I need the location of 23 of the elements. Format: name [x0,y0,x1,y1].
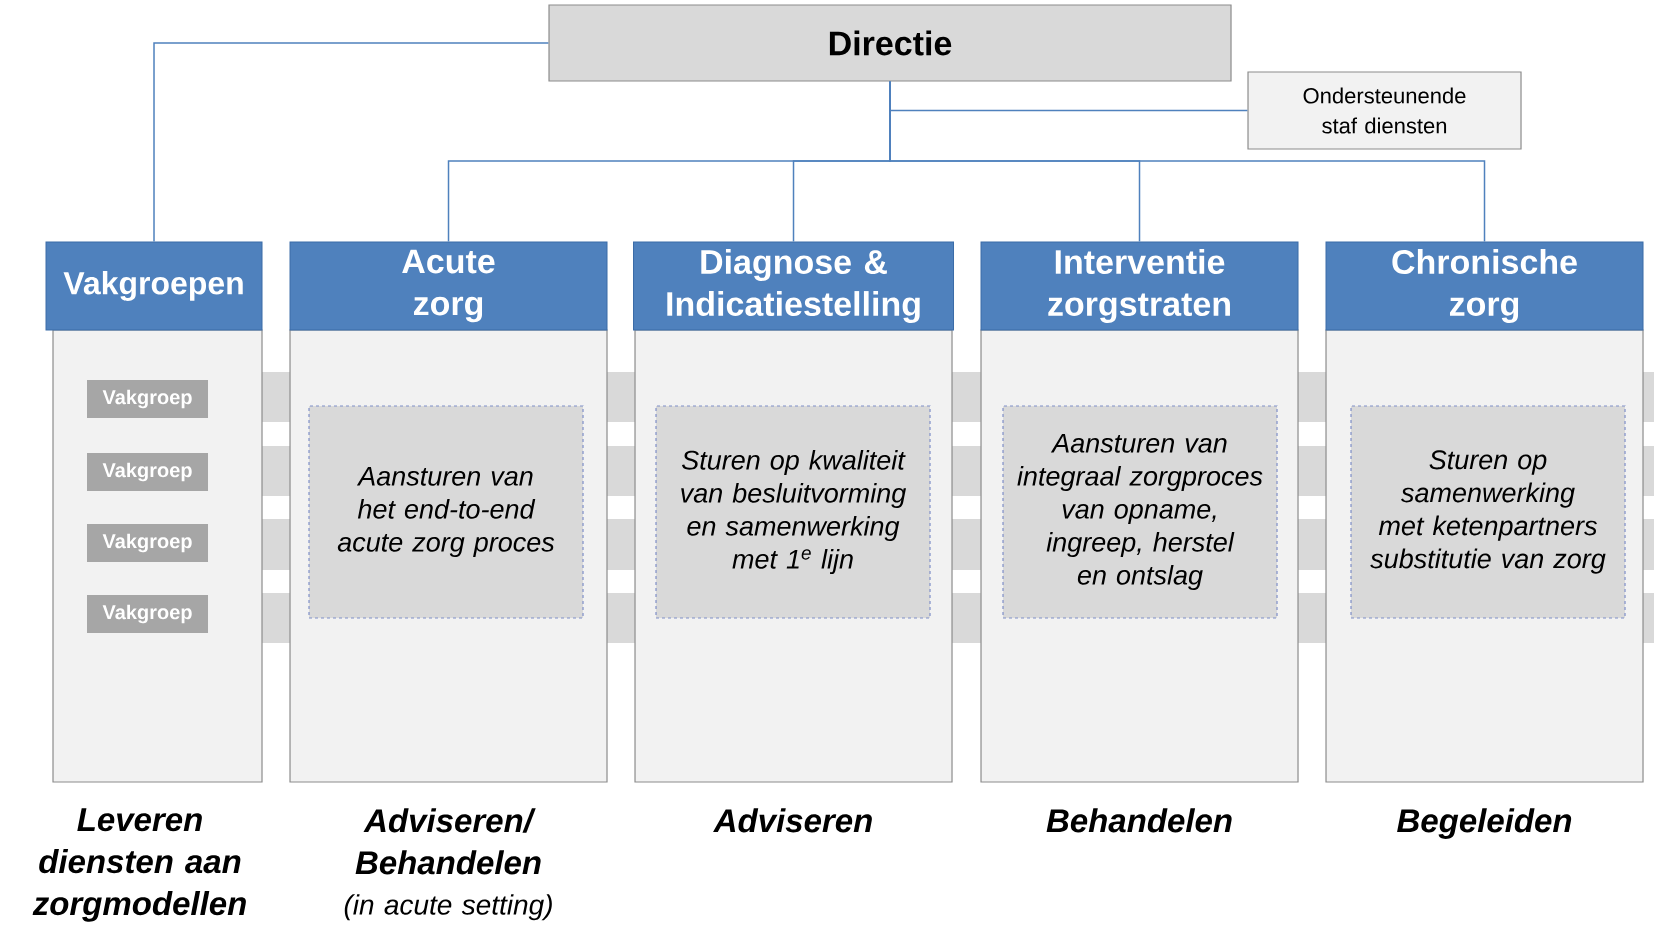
node-label: Chronische zorg [1392,249,1577,323]
node-label: Interventie zorgstraten [1048,249,1230,323]
column-caption: Adviseren [713,808,872,833]
group-box: Vakgroep [87,453,208,491]
group-box: Vakgroep [87,380,208,418]
group-box: Vakgroep [87,595,208,633]
node-label: Vakgroepen [63,271,243,301]
group-box: Vakgroep [87,524,208,562]
node-label: Diagnose & Indicatiestelling [667,249,920,323]
task-box: Sturen op kwaliteit van besluitvorming en samenwerking met 1$^{e}$ lijn [655,405,931,619]
connector-line [153,42,550,243]
header-box: Directie [548,4,1232,82]
column-caption: Begeleiden [1397,808,1572,839]
task-box: Aansturen van integraal zorgproces van opname, ingreep, herstel en ontslag [1002,405,1278,619]
column-caption: Leveren diensten aan zorgmodellen [32,808,246,922]
column-caption: Behandelen [1046,808,1232,833]
task-box: Aansturen van het end-to-end acute zorg proces [308,405,584,619]
node-label: Acute zorg [402,249,495,323]
task-box: Sturen op samenwerking met ketenpartners substitutie van zorg [1350,405,1626,619]
column-caption: (in acute setting) [344,894,552,921]
column-caption: Adviseren/ Behandelen [355,808,541,875]
staff-box: Ondersteunende staf diensten [1247,71,1522,150]
connector-line [889,80,1486,243]
